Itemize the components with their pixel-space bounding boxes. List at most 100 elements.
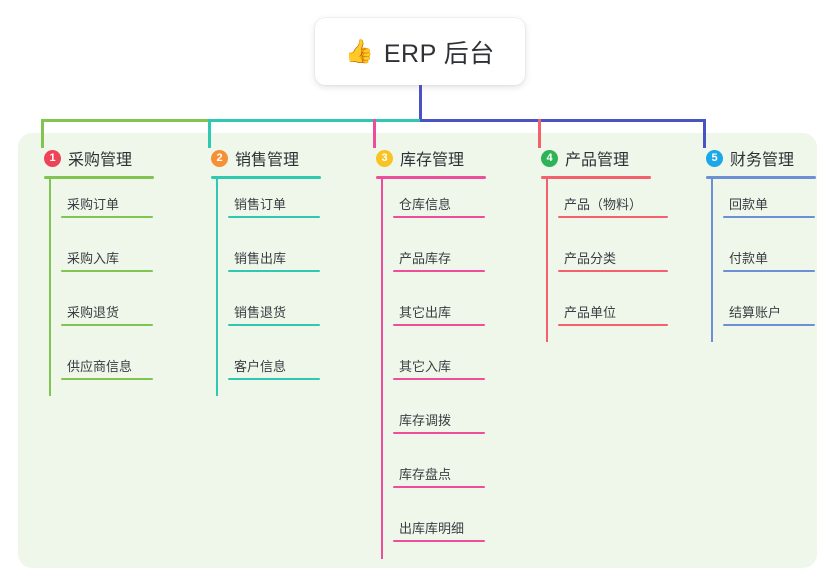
sub-item-rule (61, 216, 153, 218)
sub-item-rule (723, 324, 815, 326)
diagram-panel (18, 133, 817, 568)
sub-item-rule (393, 270, 485, 272)
column-title-5: 财务管理 (730, 152, 795, 169)
sub-item[interactable]: 付款单 (723, 248, 823, 278)
sub-item[interactable]: 供应商信息 (61, 356, 161, 386)
sub-item-label: 产品（物料） (564, 197, 643, 212)
sub-item-label: 销售订单 (234, 197, 287, 212)
sub-item-label: 其它出库 (399, 305, 452, 320)
sub-item-rule (61, 378, 153, 380)
sub-item[interactable]: 其它出库 (393, 302, 493, 332)
sub-item[interactable]: 出库库明细 (393, 518, 493, 548)
sub-item-label: 客户信息 (234, 359, 287, 374)
sub-item-rule (393, 486, 485, 488)
column-stem-5 (711, 177, 713, 342)
sub-item[interactable]: 产品（物料） (558, 194, 668, 224)
column-header-1[interactable]: 1 采购管理 (36, 146, 132, 170)
column-stem-2 (216, 177, 218, 396)
sub-item-label: 供应商信息 (67, 359, 133, 374)
column-rule-1 (44, 176, 154, 179)
column-rule-3 (376, 176, 486, 179)
sub-item[interactable]: 仓库信息 (393, 194, 493, 224)
sub-item-label: 结算账户 (729, 305, 782, 320)
column-badge-1: 1 (44, 149, 61, 167)
sub-item-rule (228, 378, 320, 380)
column-rule-4 (541, 176, 651, 179)
sub-item-label: 付款单 (729, 251, 769, 266)
column-title-3: 库存管理 (400, 152, 465, 169)
sub-item[interactable]: 销售出库 (228, 248, 328, 278)
sub-item[interactable]: 客户信息 (228, 356, 328, 386)
root-stem (419, 85, 422, 122)
sub-item-rule (558, 270, 668, 272)
column-stem-4 (546, 177, 548, 342)
sub-item-label: 产品单位 (564, 305, 617, 320)
column-title-1: 采购管理 (68, 152, 133, 169)
bus-segment-1 (208, 119, 423, 122)
sub-item-rule (228, 216, 320, 218)
sub-item-rule (723, 270, 815, 272)
root-node[interactable]: 👍 ERP 后台 (315, 18, 525, 85)
column-stem-1 (49, 177, 51, 396)
sub-item-label: 销售出库 (234, 251, 287, 266)
sub-item[interactable]: 采购入库 (61, 248, 161, 278)
sub-item-label: 采购订单 (67, 197, 120, 212)
sub-item[interactable]: 产品库存 (393, 248, 493, 278)
column-badge-5: 5 (706, 149, 723, 167)
sub-item-label: 出库库明细 (399, 521, 465, 536)
sub-item[interactable]: 回款单 (723, 194, 823, 224)
sub-item[interactable]: 结算账户 (723, 302, 823, 332)
thumbs-up-icon: 👍 (345, 38, 374, 64)
root-title: ERP 后台 (383, 39, 495, 68)
sub-item-label: 采购入库 (67, 251, 120, 266)
sub-item[interactable]: 产品分类 (558, 248, 668, 278)
column-rule-5 (706, 176, 816, 179)
sub-item-rule (723, 216, 815, 218)
sub-item-rule (61, 270, 153, 272)
sub-item[interactable]: 采购订单 (61, 194, 161, 224)
sub-item-rule (228, 324, 320, 326)
drop-line-4 (538, 119, 541, 148)
sub-item-label: 库存调拨 (399, 413, 452, 428)
sub-item[interactable]: 产品单位 (558, 302, 668, 332)
column-5: 5 财务管理回款单付款单结算账户 (698, 146, 816, 342)
sub-item-label: 销售退货 (234, 305, 287, 320)
column-stem-3 (381, 177, 383, 559)
bus-segment-0 (41, 119, 211, 122)
sub-item-rule (558, 216, 668, 218)
column-header-3[interactable]: 3 库存管理 (368, 146, 464, 170)
sub-item-rule (558, 324, 668, 326)
sub-item-label: 库存盘点 (399, 467, 452, 482)
bus-segment-2 (420, 119, 706, 122)
sub-item-rule (393, 216, 485, 218)
sub-item-rule (61, 324, 153, 326)
sub-item-label: 回款单 (729, 197, 769, 212)
drop-line-3 (373, 119, 376, 148)
sub-item-rule (393, 432, 485, 434)
sub-item[interactable]: 销售退货 (228, 302, 328, 332)
sub-item[interactable]: 库存盘点 (393, 464, 493, 494)
column-badge-2: 2 (211, 149, 228, 167)
column-header-5[interactable]: 5 财务管理 (698, 146, 794, 170)
sub-item[interactable]: 采购退货 (61, 302, 161, 332)
sub-item-rule (393, 540, 485, 542)
sub-item-label: 产品库存 (399, 251, 452, 266)
sub-item[interactable]: 销售订单 (228, 194, 328, 224)
sub-item[interactable]: 库存调拨 (393, 410, 493, 440)
column-rule-2 (211, 176, 321, 179)
sub-item-rule (393, 378, 485, 380)
column-1: 1 采购管理采购订单采购入库采购退货供应商信息 (36, 146, 154, 396)
sub-item[interactable]: 其它入库 (393, 356, 493, 386)
column-badge-3: 3 (376, 149, 393, 167)
drop-line-2 (208, 119, 211, 148)
column-badge-4: 4 (541, 149, 558, 167)
sub-item-label: 采购退货 (67, 305, 120, 320)
drop-line-5 (703, 119, 706, 148)
sub-item-rule (228, 270, 320, 272)
